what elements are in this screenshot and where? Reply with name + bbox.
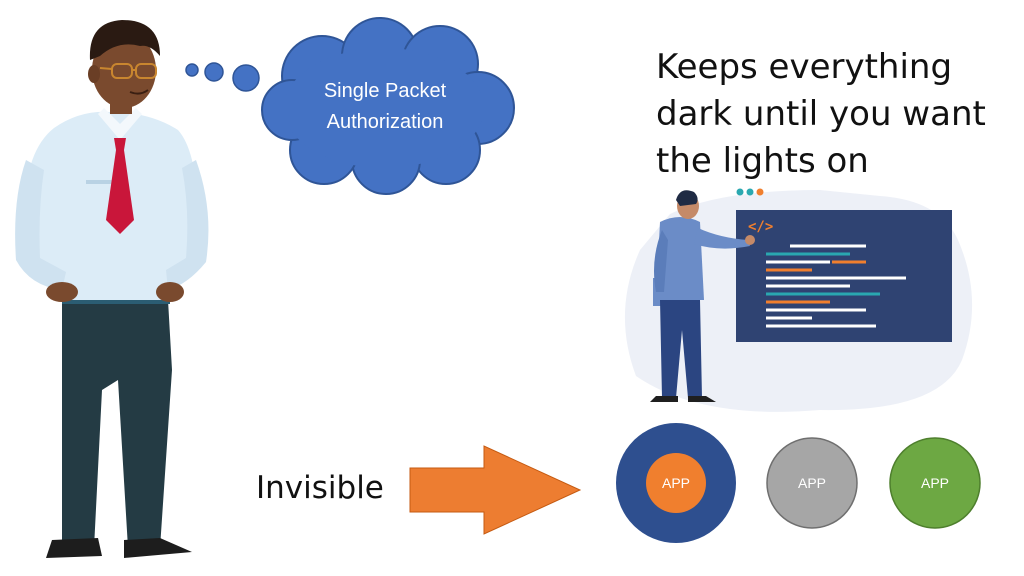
app-label-3: APP [920, 475, 949, 491]
person-thinking-figure [15, 20, 209, 558]
code-screen [736, 210, 952, 342]
app-circle-2 [766, 437, 858, 529]
thought-bubble-text: Single Packet Authorization [323, 80, 447, 133]
app-circle-3 [889, 437, 981, 529]
app-label-2: APP [797, 475, 826, 491]
right-arrow [409, 445, 582, 535]
code-tag: </> [748, 219, 774, 235]
developer-illustration [624, 188, 973, 412]
app-circle-1 [616, 423, 736, 543]
headline: Keeps everything dark until you want the… [656, 47, 986, 181]
invisible-label: Invisible [256, 470, 384, 506]
app-label-1: APP [661, 475, 690, 491]
thought-cloud [261, 17, 515, 195]
thought-bubble [185, 17, 515, 195]
